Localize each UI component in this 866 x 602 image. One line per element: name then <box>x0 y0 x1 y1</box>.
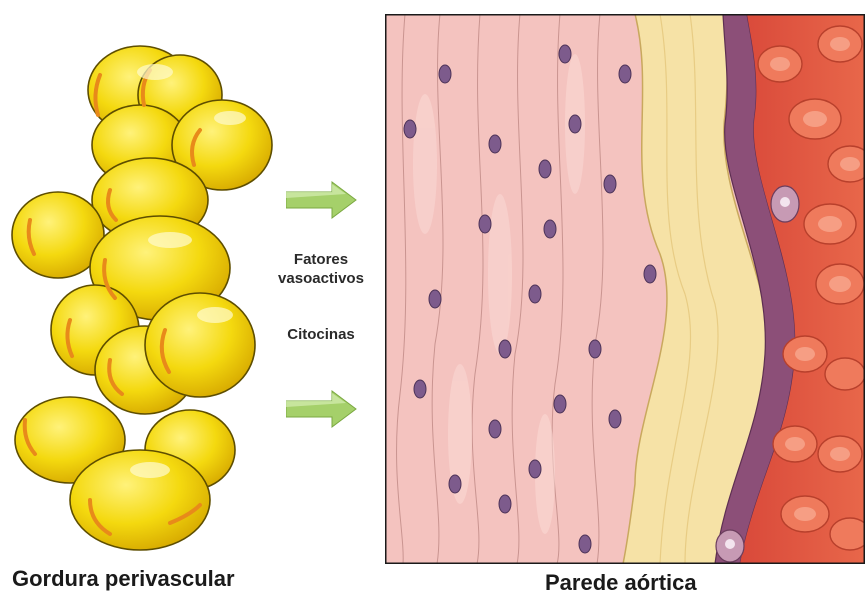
right-caption: Parede aórtica <box>545 570 697 596</box>
right-arrow-icon <box>286 389 358 429</box>
perivascular-fat-illustration <box>0 0 300 560</box>
right-arrow-icon <box>286 180 358 220</box>
left-caption: Gordura perivascular <box>12 566 235 592</box>
aortic-wall-illustration <box>385 14 865 564</box>
factor-label-cytokines: Citocinas <box>266 325 376 344</box>
factor-line2: vasoactivos <box>266 269 376 288</box>
factor-line1: Fatores <box>266 250 376 269</box>
factor-label-vasoactive: Fatores vasoactivos <box>266 250 376 288</box>
